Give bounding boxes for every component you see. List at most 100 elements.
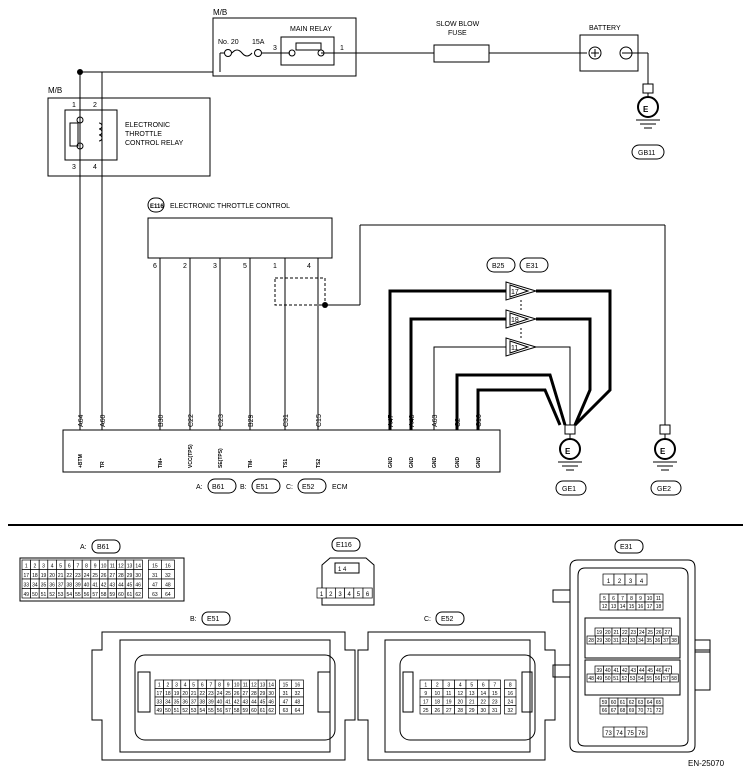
fuse-no-label: No. 20 [218,39,239,46]
pin-number: 49 [24,592,30,598]
footer-code: EN-25070 [688,759,725,768]
pin-number: 40 [217,700,223,706]
pin-label: C10 [476,414,483,427]
mb-relay-box [212,17,357,77]
pin-number: 28 [457,708,463,714]
e52-prefix: C: [424,616,431,623]
pin-number: 23 [630,630,636,636]
pin-cell [653,705,664,715]
pin-number: 17 [24,573,30,579]
mb-label-relay: M/B [213,8,227,17]
pin-cell [362,587,373,599]
ecm-conn-b-prefix: B: [240,484,247,491]
pin-number: 48 [295,700,301,706]
pin-number: 6 [482,683,485,689]
pin-number: 7 [210,683,213,689]
pin-number: 58 [101,592,107,598]
pin-number: 38 [67,583,73,589]
pin-number: 4 [640,579,644,585]
pin-number: 16 [165,564,171,570]
pin-number: 22 [67,573,73,579]
etcr-relay-box [64,109,118,161]
pin-number: 7 [621,596,624,602]
pin-label: GND [476,457,482,469]
pin-number: 24 [507,700,513,706]
e116-top-pins: 1 4 [338,567,347,573]
pin-number: 14 [480,691,486,697]
pin-number: 10 [434,691,440,697]
b61-label: B61 [97,544,110,551]
ge2-label: GE2 [657,486,671,493]
pin-number: 12 [457,691,463,697]
pin-number: 6 [201,683,204,689]
pin-number: 67 [611,708,617,714]
pin-number: 27 [110,573,116,579]
pin-number: 35 [41,583,47,589]
pin-number: 5 [357,592,361,598]
pin-number: 13 [260,683,266,689]
pin-number: 26 [434,708,440,714]
pin-number: 44 [118,583,124,589]
pin-number: 33 [630,638,636,644]
pin-number: 61 [620,700,626,706]
pin-number: 57 [225,708,231,714]
pin-number: 10 [234,683,240,689]
pin-label: TR [100,461,106,468]
ge1-label: GE1 [562,486,576,493]
pin-number: 33 [24,583,30,589]
pin-number: 32 [165,573,171,579]
pin-number: 3 [629,579,633,585]
ecm-conn-b: E51 [256,484,269,491]
etcr-label-3: CONTROL RELAY [125,140,184,147]
pin-number: 32 [295,691,301,697]
pin-cell [161,588,175,599]
connector-e52-face [357,631,556,761]
pin-number: 38 [671,638,677,644]
pin-cell [653,601,664,611]
pin-number: 51 [41,592,47,598]
pin-number: 29 [469,708,475,714]
etc-pin: 3 [213,263,217,270]
pin-number: 9 [639,596,642,602]
joint-pin: 17 [511,289,519,296]
pin-number: 73 [605,731,612,737]
pin-number: 3 [338,592,342,598]
pin-number: 22 [480,700,486,706]
pin-number: 69 [629,708,635,714]
pin-number: 20 [49,573,55,579]
pin-number: 3 [175,683,178,689]
pin-number: 10 [647,596,653,602]
fuse-terminal-right [254,49,262,57]
pin-number: 17 [423,700,429,706]
ground-gb11-e: E [643,105,649,114]
pin-number: 4 [184,683,187,689]
pin-number: 28 [118,573,124,579]
pin-number: 30 [135,573,141,579]
pin-number: 7 [77,564,80,570]
pin-number: 55 [208,708,214,714]
pin-number: 64 [165,592,171,598]
pin-number: 2 [436,683,439,689]
pin-number: 34 [32,583,38,589]
pin-number: 12 [118,564,124,570]
pin-number: 32 [622,638,628,644]
pin-number: 31 [492,708,498,714]
ground-gb11-symbol [637,96,659,118]
pin-number: 42 [622,668,628,674]
connector-e51-face [91,631,356,761]
e31-label: E31 [526,263,539,270]
fuse-terminal-left [224,49,232,57]
pin-number: 1 [607,579,611,585]
connector-e31-face [552,559,711,753]
pin-number: 34 [165,700,171,706]
pin-number: 51 [174,708,180,714]
pin-number: 59 [602,700,608,706]
pin-number: 30 [480,708,486,714]
pin-number: 42 [234,700,240,706]
pin-number: 21 [58,573,64,579]
pin-number: 28 [251,691,257,697]
pin-number: 32 [507,708,513,714]
